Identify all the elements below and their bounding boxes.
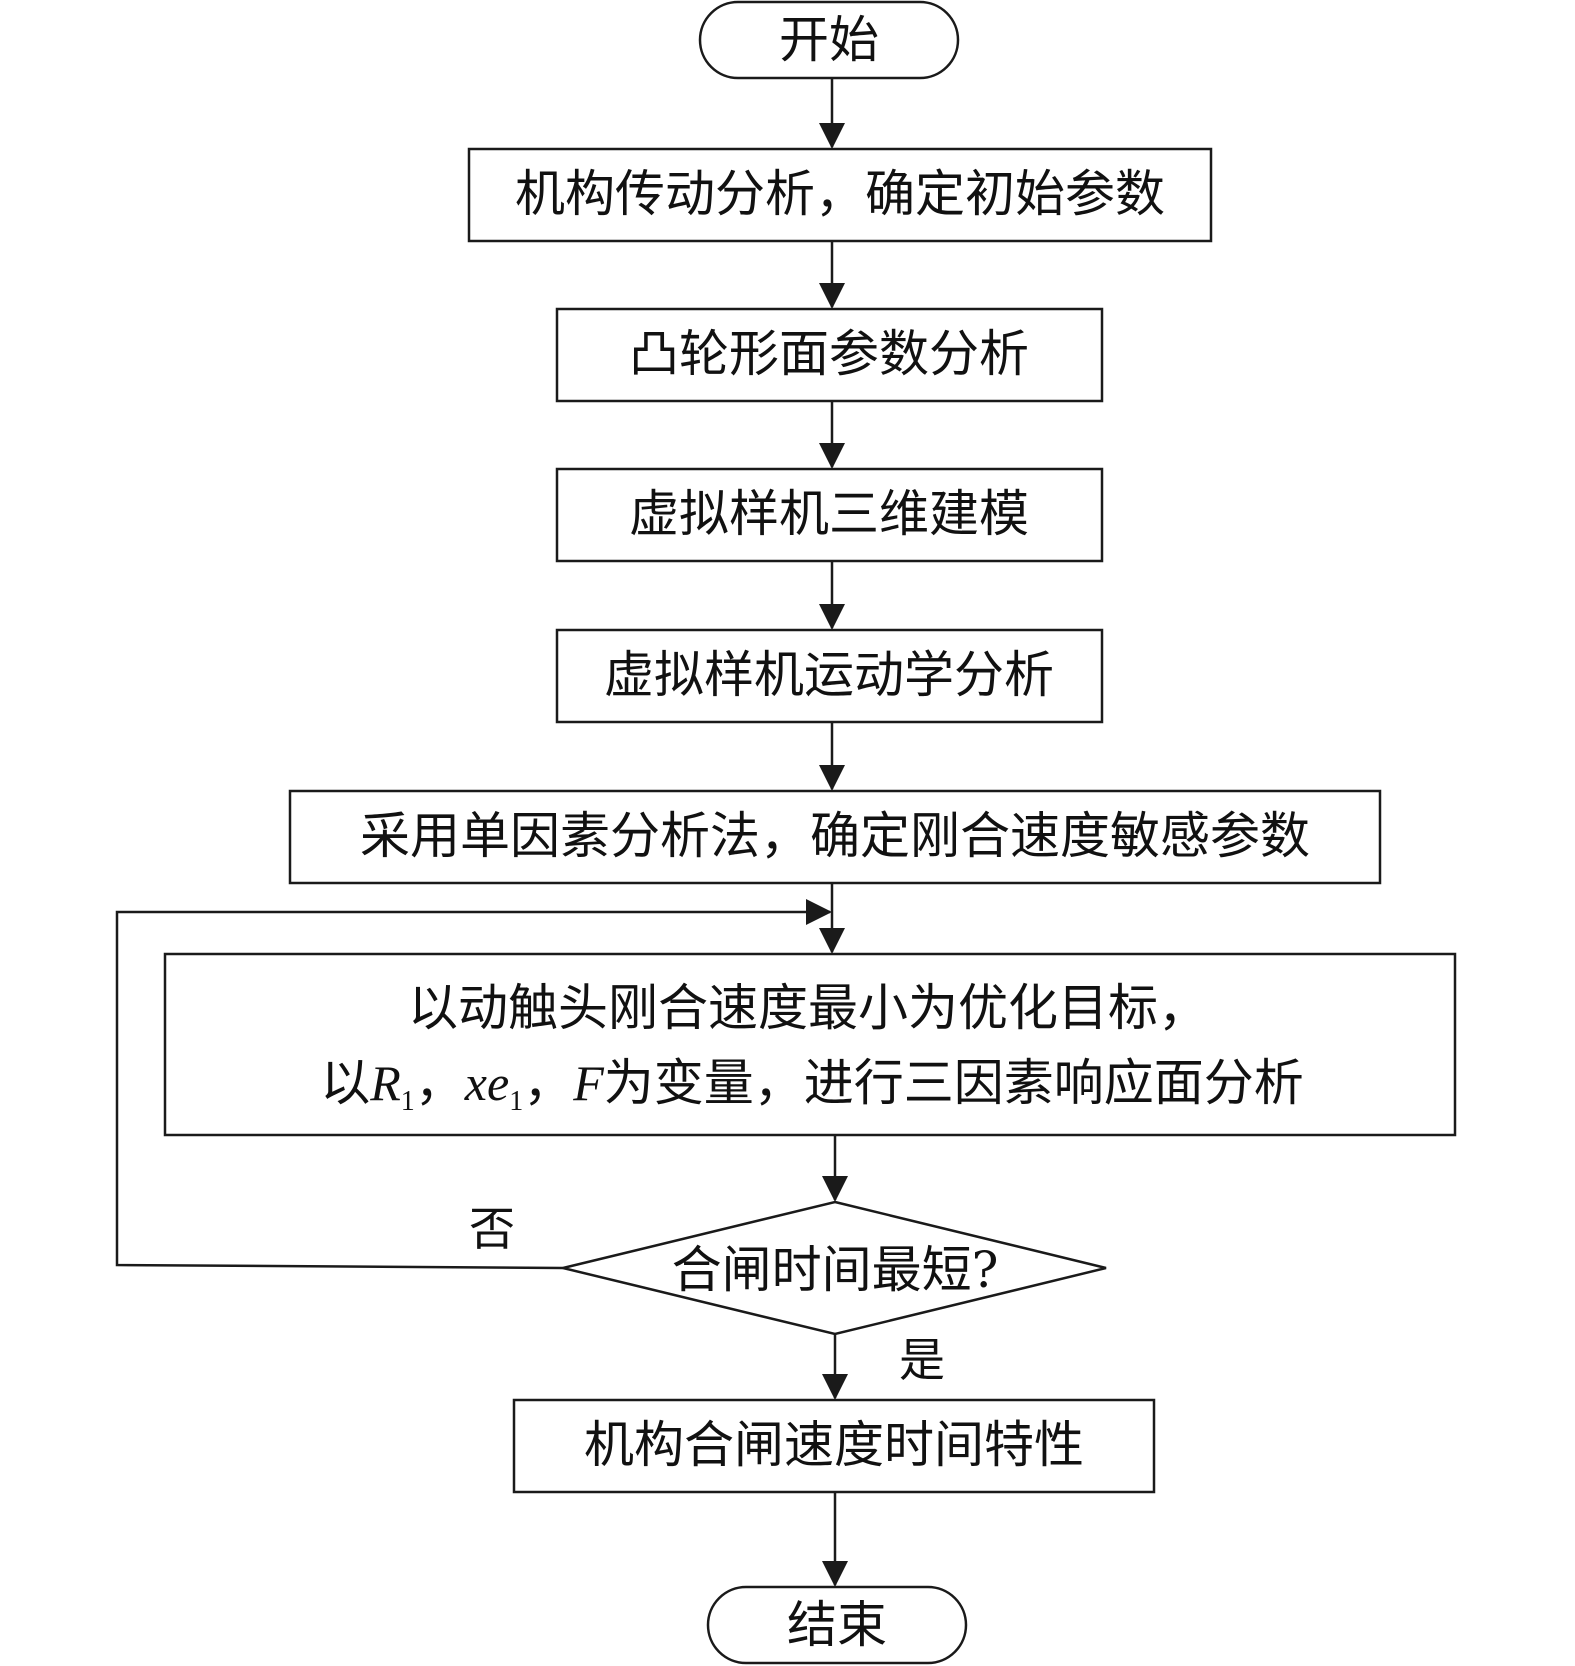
step6-line1: 以动触头刚合速度最小为优化目标， — [408, 979, 1208, 1037]
variable-xe-subscript: 1 — [509, 1086, 523, 1117]
step3-label: 虚拟样机三维建模 — [629, 485, 1029, 543]
step6-line2: 以R1，xe1，F为变量，进行三因素响应面分析 — [320, 1054, 1303, 1117]
step1-label: 机构传动分析，确定初始参数 — [515, 165, 1165, 223]
step6-sep2: ， — [523, 1054, 573, 1112]
process-step-4: 虚拟样机运动学分析 — [555, 628, 1104, 724]
variable-r: R — [369, 1055, 401, 1111]
start-label: 开始 — [779, 11, 879, 69]
end-node: 结束 — [706, 1585, 968, 1665]
branch-yes-label: 是 — [899, 1333, 945, 1387]
decision-label: 合闸时间最短? — [672, 1241, 999, 1299]
step6-prefix: 以 — [320, 1054, 370, 1112]
process-step-6: 以动触头刚合速度最小为优化目标， 以R1，xe1，F为变量，进行三因素响应面分析 — [163, 952, 1457, 1137]
variable-r-subscript: 1 — [401, 1086, 415, 1117]
step5-label: 采用单因素分析法，确定刚合速度敏感参数 — [360, 807, 1310, 865]
step6-suffix: 为变量，进行三因素响应面分析 — [604, 1054, 1304, 1112]
loop-no-path — [115, 899, 832, 1270]
process-step-5: 采用单因素分析法，确定刚合速度敏感参数 — [288, 789, 1382, 885]
step4-label: 虚拟样机运动学分析 — [604, 646, 1054, 704]
step7-label: 机构合闸速度时间特性 — [584, 1416, 1084, 1474]
step2-label: 凸轮形面参数分析 — [629, 325, 1029, 383]
variable-f: F — [572, 1055, 604, 1111]
process-step-3: 虚拟样机三维建模 — [555, 467, 1104, 563]
end-label: 结束 — [787, 1596, 887, 1654]
process-step-2: 凸轮形面参数分析 — [555, 307, 1104, 403]
process-step-7: 机构合闸速度时间特性 — [512, 1398, 1156, 1494]
step6-sep1: ， — [415, 1054, 465, 1112]
process-step-1: 机构传动分析，确定初始参数 — [467, 147, 1213, 243]
variable-xe: xe — [464, 1055, 509, 1111]
branch-no-label: 否 — [469, 1202, 515, 1256]
start-node: 开始 — [698, 0, 960, 80]
decision-node: 合闸时间最短? — [562, 1200, 1107, 1336]
